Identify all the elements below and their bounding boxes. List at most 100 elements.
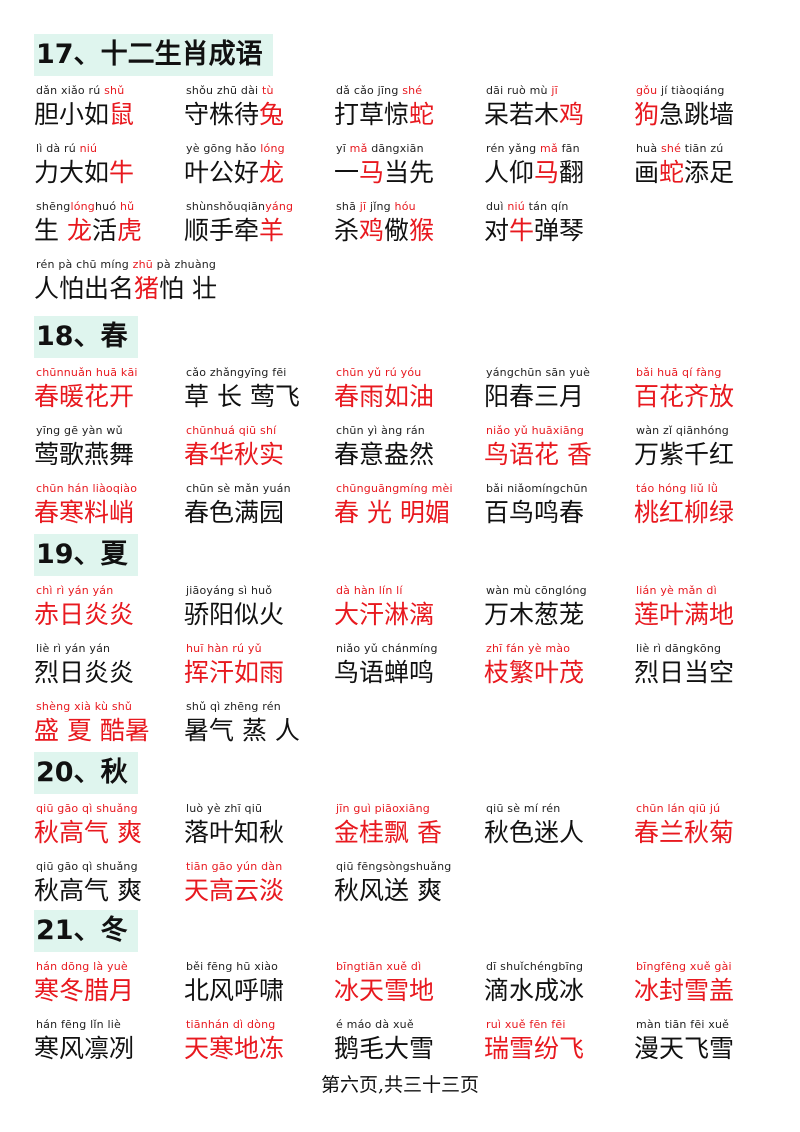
idiom-hanzi: 百鸟鸣春: [484, 496, 584, 530]
hanzi-segment: 滴水成冰: [484, 976, 585, 1005]
idiom-hanzi: 烈日炎炎: [34, 656, 134, 690]
hanzi-segment: 打草惊: [334, 100, 410, 129]
idiom-pinyin: rén yǎng mǎ fān: [486, 142, 580, 156]
idiom-pinyin: luò yè zhī qiū: [186, 802, 262, 816]
idiom-hanzi: 阳春三月: [484, 380, 584, 414]
hanzi-segment: 怕 壮: [159, 274, 217, 303]
idiom-pinyin: chūn yǔ rú yóu: [336, 366, 421, 380]
idiom-hanzi: 春暖花开: [34, 380, 134, 414]
idiom-hanzi: 鸟语花 香: [484, 438, 592, 472]
pinyin-segment: tiān zú: [681, 142, 724, 155]
pinyin-highlight: qiū gāo qì shuǎng: [36, 802, 138, 815]
idiom-pinyin: qiū gāo qì shuǎng: [36, 802, 138, 816]
hanzi-segment: 杀: [334, 216, 360, 245]
idiom-hanzi: 秋风送 爽: [334, 874, 442, 908]
hanzi-highlight: 天高云淡: [184, 876, 285, 905]
hanzi-segment: 草 长 莺飞: [184, 382, 300, 411]
idiom-pinyin: é máo dà xuě: [336, 1018, 414, 1032]
pinyin-segment: chūn yì àng rán: [336, 424, 425, 437]
idiom-pinyin: cǎo zhǎngyīng fēi: [186, 366, 287, 380]
idiom-pinyin: shǒu zhū dài tù: [186, 84, 274, 98]
idiom-hanzi: 人仰马翻: [484, 156, 584, 190]
hanzi-highlight: 金桂飘 香: [334, 818, 442, 847]
idiom-pinyin: dà hàn lín lí: [336, 584, 403, 598]
idiom-pinyin: duì niú tán qín: [486, 200, 569, 214]
idiom-hanzi: 守株待兔: [184, 98, 284, 132]
pinyin-segment: liè rì dāngkōng: [636, 642, 722, 655]
hanzi-highlight: 马: [534, 158, 560, 187]
idiom-pinyin: táo hóng liǔ lǜ: [636, 482, 718, 496]
hanzi-highlight: 枝繁叶茂: [484, 658, 585, 687]
idiom-hanzi: 秋色迷人: [484, 816, 584, 850]
idiom-pinyin: dī shuǐchéngbīng: [486, 960, 583, 974]
hanzi-segment: 添足: [684, 158, 735, 187]
idiom-pinyin: dāi ruò mù jī: [486, 84, 558, 98]
idiom-pinyin: wàn mù cōnglóng: [486, 584, 587, 598]
idiom-hanzi: 秋高气 爽: [34, 816, 142, 850]
hanzi-highlight: 寒冬腊月: [34, 976, 135, 1005]
pinyin-segment: cǎo zhǎngyīng fēi: [186, 366, 287, 379]
idiom-pinyin: zhī fán yè mào: [486, 642, 570, 656]
idiom-pinyin: yīng gē yàn wǔ: [36, 424, 123, 438]
hanzi-segment: 寒风凛冽: [34, 1034, 135, 1063]
idiom-pinyin: hán dōng là yuè: [36, 960, 128, 974]
pinyin-segment: jǐng: [366, 200, 395, 213]
idiom-hanzi: 百花齐放: [634, 380, 734, 414]
hanzi-segment: 鹅毛大雪: [334, 1034, 435, 1063]
pinyin-segment: qiū fēngsòngshuǎng: [336, 860, 452, 873]
hanzi-segment: 画: [634, 158, 660, 187]
idiom-hanzi: 对牛弹琴: [484, 214, 584, 248]
pinyin-segment: fān: [557, 142, 580, 155]
pinyin-highlight: niú: [79, 142, 98, 155]
hanzi-segment: 活: [91, 216, 117, 245]
pinyin-segment: shǔ qì zhēng rén: [186, 700, 281, 713]
idiom-hanzi: 春兰秋菊: [634, 816, 734, 850]
idiom-hanzi: 枝繁叶茂: [484, 656, 584, 690]
hanzi-highlight: 冰天雪地: [334, 976, 435, 1005]
pinyin-highlight: jī: [359, 200, 367, 213]
idiom-hanzi: 生 龙活虎: [34, 214, 142, 248]
hanzi-highlight: 鸡: [559, 100, 585, 129]
pinyin-segment: yīng gē yàn wǔ: [36, 424, 123, 437]
pinyin-segment: yè gōng hǎo: [186, 142, 261, 155]
idiom-hanzi: 春雨如油: [334, 380, 434, 414]
idiom-pinyin: bǎi huā qí fàng: [636, 366, 722, 380]
idiom-hanzi: 呆若木鸡: [484, 98, 584, 132]
pinyin-highlight: bīngtiān xuě dì: [336, 960, 422, 973]
idiom-hanzi: 桃红柳绿: [634, 496, 734, 530]
hanzi-segment: 鸟语蝉鸣: [334, 658, 435, 687]
hanzi-highlight: 马: [359, 158, 385, 187]
pinyin-highlight: tiānhán dì dòng: [186, 1018, 276, 1031]
idiom-pinyin: chūn yì àng rán: [336, 424, 425, 438]
pinyin-highlight: shèng xià kù shǔ: [36, 700, 133, 713]
idiom-pinyin: qiū gāo qì shuǎng: [36, 860, 138, 874]
pinyin-segment: hán fēng lǐn liè: [36, 1018, 121, 1031]
hanzi-segment: 人仰: [484, 158, 535, 187]
pinyin-segment: wàn zǐ qiānhóng: [636, 424, 729, 437]
hanzi-segment: 一: [334, 158, 360, 187]
idiom-item: dī shuǐchéngbīng 滴水成冰: [484, 960, 634, 1016]
hanzi-segment: 叶公好: [184, 158, 260, 187]
pinyin-highlight: dà hàn lín lí: [336, 584, 403, 597]
idiom-pinyin: chūn lán qiū jú: [636, 802, 720, 816]
idiom-pinyin: chūnhuá qiū shí: [186, 424, 276, 438]
pinyin-highlight: jīn guì piāoxiāng: [336, 802, 430, 815]
